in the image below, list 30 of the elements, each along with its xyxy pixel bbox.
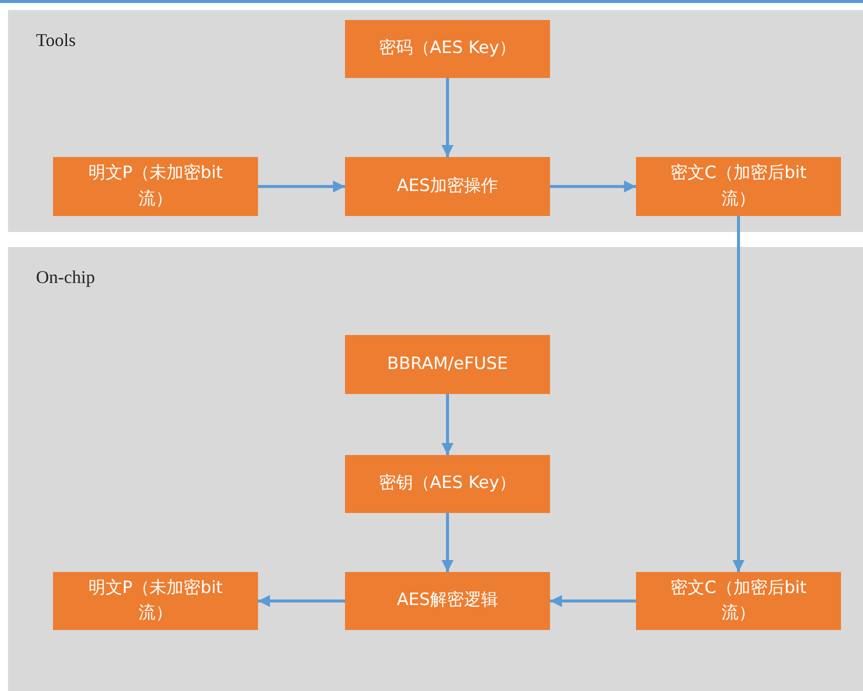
region-title: On-chip [36, 267, 95, 288]
box-label: BBRAM/eFUSE [387, 352, 508, 376]
box-label: 密文C（加密后bit流） [669, 576, 808, 625]
process-box [636, 157, 841, 216]
box-label: 密文C（加密后bit流） [669, 162, 808, 210]
process-box [345, 572, 550, 630]
process-box [345, 157, 550, 216]
arrow [442, 513, 454, 572]
box-label: AES解密逻辑 [396, 589, 498, 612]
box-label: 明文P（未加密bit流） [87, 162, 224, 210]
process-box [345, 20, 550, 78]
box-label: 密钥（AES Key） [378, 472, 516, 496]
region-panel [8, 10, 863, 232]
arrow [550, 595, 636, 607]
process-box [636, 572, 841, 630]
arrow [258, 180, 345, 192]
box-label: 明文P（未加密bit流） [87, 576, 224, 625]
process-box [53, 157, 258, 216]
arrow [258, 595, 345, 607]
process-box [345, 455, 550, 513]
region-title: Tools [36, 30, 76, 51]
arrow [550, 180, 636, 192]
arrow [442, 394, 454, 455]
process-box [53, 572, 258, 630]
arrow [442, 78, 454, 157]
region-panel [8, 247, 863, 691]
process-box [345, 335, 550, 394]
box-label: 密码（AES Key） [378, 37, 516, 60]
arrow [732, 216, 744, 572]
box-label: AES加密操作 [396, 174, 498, 198]
